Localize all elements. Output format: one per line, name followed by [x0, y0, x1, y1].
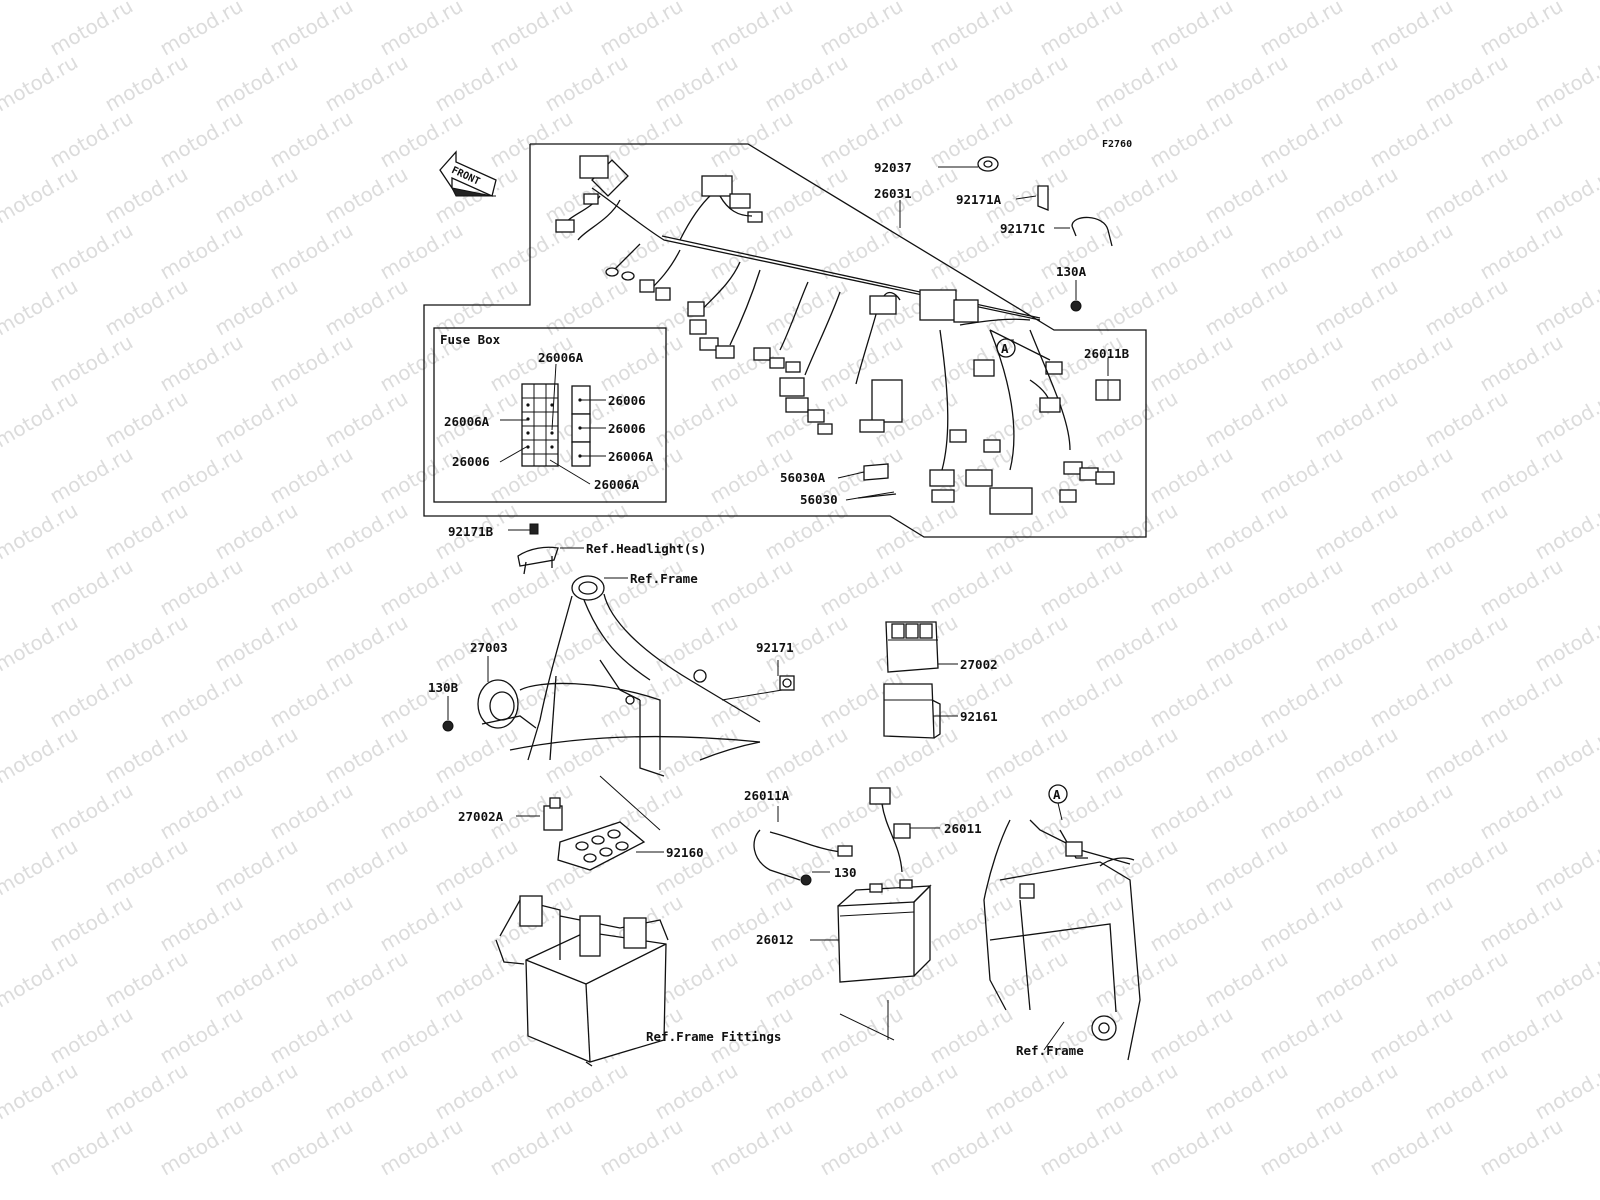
lead-26011b-icon — [1095, 379, 1121, 401]
headlight-bracket-icon — [517, 523, 559, 575]
circle-a-label-bottom: A — [1053, 787, 1061, 802]
callout-26011: 26011 — [944, 821, 982, 836]
fuse-label-left-a: 26006A — [444, 414, 490, 429]
fuse-box-panel: Fuse Box — [433, 327, 667, 503]
fuse-label-bottom: 26006A — [594, 477, 640, 492]
callout-ref-headlight: Ref.Headlight(s) — [586, 541, 706, 556]
relay-27002a-icon — [543, 797, 563, 831]
battery-pad-92160-icon — [557, 821, 646, 871]
callout-130b: 130B — [428, 680, 459, 695]
callout-27002: 27002 — [960, 657, 998, 672]
harness-frame — [423, 143, 1147, 538]
ecu-cover-92161-icon — [883, 683, 941, 739]
circle-a-marker-bottom: A — [1048, 784, 1068, 821]
positive-lead-26011-icon — [869, 787, 911, 873]
callout-56030a: 56030A — [780, 470, 826, 485]
callout-92171: 92171 — [756, 640, 794, 655]
clamp-92171a-icon — [1037, 185, 1049, 211]
fuse-label-right-2: 26006 — [608, 421, 646, 436]
fuse-label-top: 26006A — [538, 350, 584, 365]
label-56030-icon — [857, 493, 897, 499]
callout-26011a: 26011A — [744, 788, 790, 803]
horn-27003-icon — [477, 679, 537, 729]
figure-code: F2760 — [1102, 139, 1132, 150]
circle-a-marker-top: A — [996, 338, 1016, 358]
frame-detail-right-icon — [983, 819, 1141, 1061]
battery-26012-icon — [837, 879, 932, 983]
fuse-label-right-a: 26006A — [608, 449, 654, 464]
callout-130: 130 — [834, 865, 857, 880]
fuse-label-right-1: 26006 — [608, 393, 646, 408]
callout-26012: 26012 — [756, 932, 794, 947]
circle-a-label: A — [1001, 341, 1009, 356]
fuse-label-left: 26006 — [452, 454, 490, 469]
callout-ref-frame-right: Ref.Frame — [1016, 1043, 1084, 1058]
callout-26011b: 26011B — [1084, 346, 1130, 361]
motorcycle-frame-icon — [509, 575, 761, 777]
clamp-92171-icon — [779, 675, 795, 691]
callout-27003: 27003 — [470, 640, 508, 655]
clamp-92171c-icon — [1071, 216, 1113, 247]
callout-56030: 56030 — [800, 492, 838, 507]
callout-92161: 92161 — [960, 709, 998, 724]
callout-92171a: 92171A — [956, 192, 1002, 207]
fuse-block-icon — [521, 383, 591, 467]
front-arrow-icon: FRONT — [439, 150, 497, 197]
ground-lead-26011a-icon — [753, 829, 853, 886]
bolt-130b-icon — [442, 720, 454, 732]
main-harness-26031 — [555, 155, 1115, 515]
ecu-27002-icon — [885, 621, 939, 673]
callout-130a: 130A — [1056, 264, 1087, 279]
callout-92171c: 92171C — [1000, 221, 1045, 236]
bolt-130a-icon — [1070, 300, 1082, 312]
callout-92160: 92160 — [666, 845, 704, 860]
clamp-92037-icon — [977, 156, 999, 172]
callout-ref-frame-fittings: Ref.Frame Fittings — [646, 1029, 781, 1044]
callout-92037: 92037 — [874, 160, 912, 175]
leader-lines — [447, 166, 1109, 1051]
battery-case-icon — [495, 895, 669, 1067]
label-56030a-icon — [863, 463, 889, 481]
callout-92171b: 92171B — [448, 524, 494, 539]
callout-ref-frame-top: Ref.Frame — [630, 571, 698, 586]
callout-26031: 26031 — [874, 186, 912, 201]
fuse-box-title: Fuse Box — [440, 332, 501, 347]
callout-27002a: 27002A — [458, 809, 504, 824]
